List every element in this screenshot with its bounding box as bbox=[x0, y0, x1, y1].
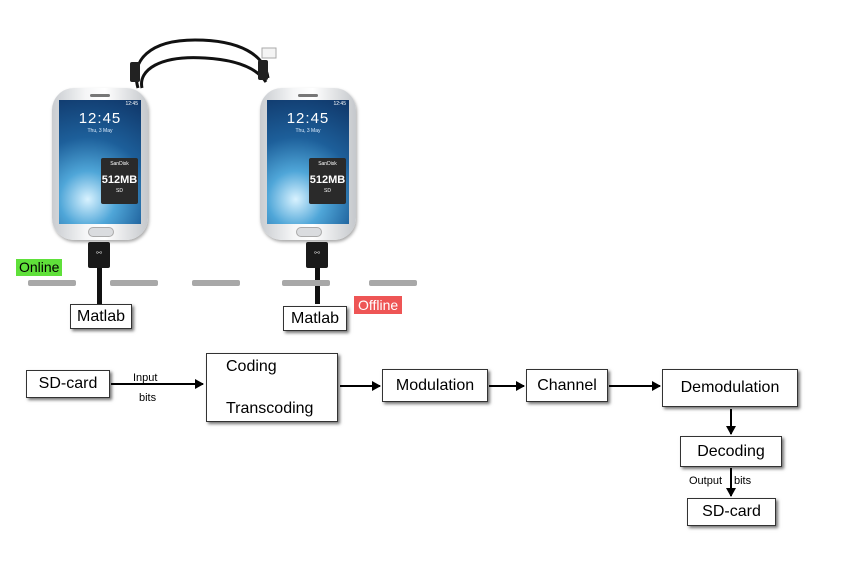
clock-date: Thu, 3 May bbox=[87, 128, 113, 134]
usb-cord-right bbox=[315, 268, 320, 304]
offline-tag: Offline bbox=[354, 296, 403, 314]
home-button bbox=[296, 227, 322, 237]
usb-cord-left bbox=[97, 268, 102, 304]
card-type: SD bbox=[324, 188, 331, 194]
dash-segment bbox=[369, 280, 417, 286]
smartphone-left: 12:45 12:45 Thu, 3 May SanDisk 512MB SD bbox=[52, 88, 148, 240]
dash-segment bbox=[192, 280, 240, 286]
input-label-bits: bits bbox=[139, 392, 157, 404]
usb-icon: ⚯ bbox=[314, 250, 320, 257]
output-label-bits: bits bbox=[734, 475, 752, 487]
status-bar-time: 12:45 bbox=[333, 101, 346, 107]
audio-cable bbox=[130, 38, 277, 89]
smartphone-right: 12:45 12:45 Thu, 3 May SanDisk 512MB SD bbox=[260, 88, 356, 240]
status-bar-time: 12:45 bbox=[125, 101, 138, 107]
card-brand: SanDisk bbox=[318, 161, 337, 167]
coding-box: Coding Transcoding bbox=[206, 353, 338, 422]
modulation-box: Modulation bbox=[382, 369, 488, 402]
coding-label: Coding bbox=[226, 358, 277, 375]
clock-time: 12:45 bbox=[78, 110, 122, 127]
matlab-box-right: Matlab bbox=[283, 306, 347, 331]
usb-plug-right: ⚯ bbox=[306, 242, 328, 268]
card-type: SD bbox=[116, 188, 123, 194]
usb-icon: ⚯ bbox=[96, 250, 102, 257]
output-label: Output bbox=[689, 475, 723, 487]
transcoding-label: Transcoding bbox=[226, 400, 314, 417]
card-capacity: 512MB bbox=[309, 174, 346, 186]
card-capacity: 512MB bbox=[101, 174, 138, 186]
input-label: Input bbox=[133, 372, 158, 384]
clock-time: 12:45 bbox=[286, 110, 330, 127]
sd-card-icon: SanDisk 512MB SD bbox=[101, 158, 138, 204]
online-tag: Online bbox=[16, 259, 63, 276]
demodulation-box: Demodulation bbox=[662, 369, 798, 407]
phone-screen: 12:45 12:45 Thu, 3 May SanDisk 512MB SD bbox=[59, 100, 141, 224]
dash-segment bbox=[28, 280, 76, 286]
sd-card-source-box: SD-card bbox=[26, 370, 110, 398]
decoding-box: Decoding bbox=[680, 436, 782, 467]
phone-screen: 12:45 12:45 Thu, 3 May SanDisk 512MB SD bbox=[267, 100, 349, 224]
matlab-box-left: Matlab bbox=[70, 304, 132, 329]
sd-card-icon: SanDisk 512MB SD bbox=[309, 158, 346, 204]
sd-card-sink-box: SD-card bbox=[687, 498, 776, 526]
dash-segment bbox=[110, 280, 158, 286]
speaker-grille bbox=[298, 94, 318, 97]
clock-date: Thu, 3 May bbox=[295, 128, 321, 134]
home-button bbox=[88, 227, 114, 237]
card-brand: SanDisk bbox=[110, 161, 129, 167]
channel-box: Channel bbox=[526, 369, 608, 402]
usb-plug-left: ⚯ bbox=[88, 242, 110, 268]
speaker-grille bbox=[90, 94, 110, 97]
dash-segment bbox=[282, 280, 330, 286]
